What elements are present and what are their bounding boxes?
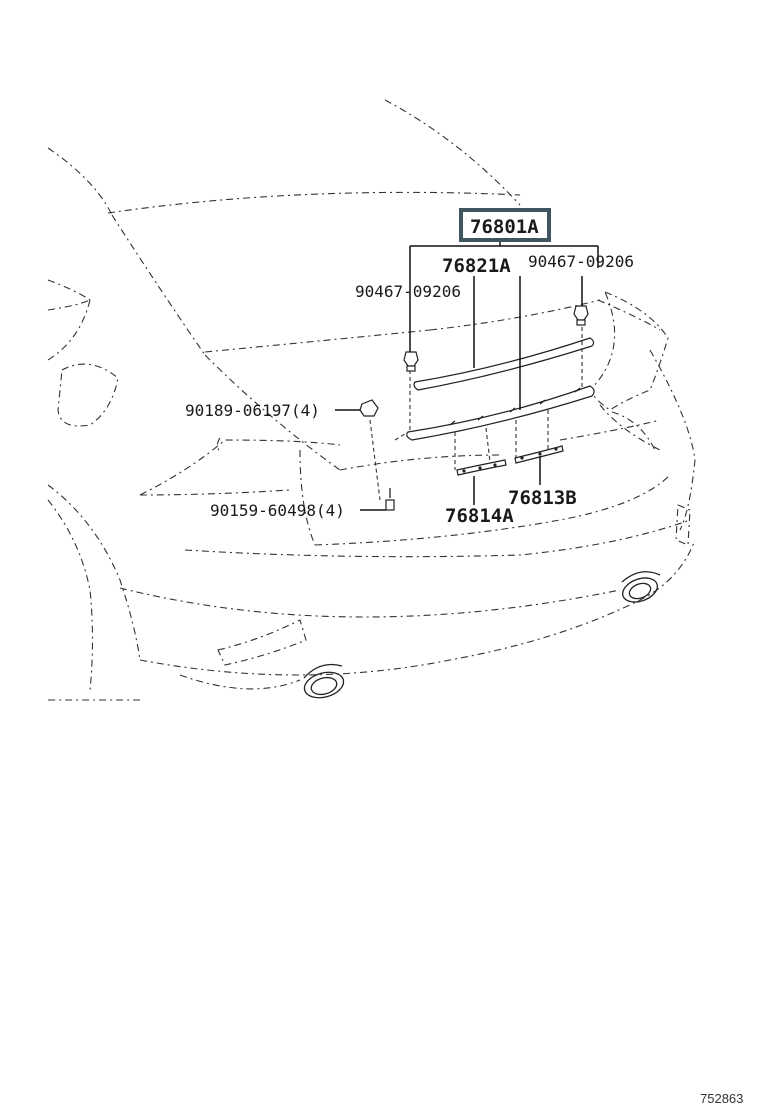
figure-reference: 752863 <box>700 1091 743 1106</box>
exhaust-tips <box>303 571 661 699</box>
clip-left-icon <box>403 351 419 372</box>
clip-right-icon <box>573 305 589 326</box>
emblem-left-part <box>456 459 507 476</box>
emblem-right-part <box>514 445 564 464</box>
label-assembly[interactable]: 76801A <box>470 216 539 238</box>
stud-bolt-icon <box>385 488 395 511</box>
mounting-guides <box>369 320 583 501</box>
assembly-highlight-box <box>459 208 551 242</box>
label-clip-left[interactable]: 90467-09206 <box>355 282 461 301</box>
garnish-strip-upper <box>413 337 595 391</box>
garnish-strip-lower <box>406 385 595 441</box>
leader-lines <box>335 240 599 511</box>
label-emblem-right[interactable]: 76813B <box>508 487 577 509</box>
nut-icon <box>359 399 379 417</box>
label-stud[interactable]: 90159-60498(4) <box>210 501 345 520</box>
car-body-outline <box>47 99 696 701</box>
label-nut[interactable]: 90189-06197(4) <box>185 401 320 420</box>
label-garnish[interactable]: 76821A <box>442 255 511 277</box>
label-clip-right[interactable]: 90467-09206 <box>528 252 634 271</box>
label-emblem-left[interactable]: 76814A <box>445 505 514 527</box>
